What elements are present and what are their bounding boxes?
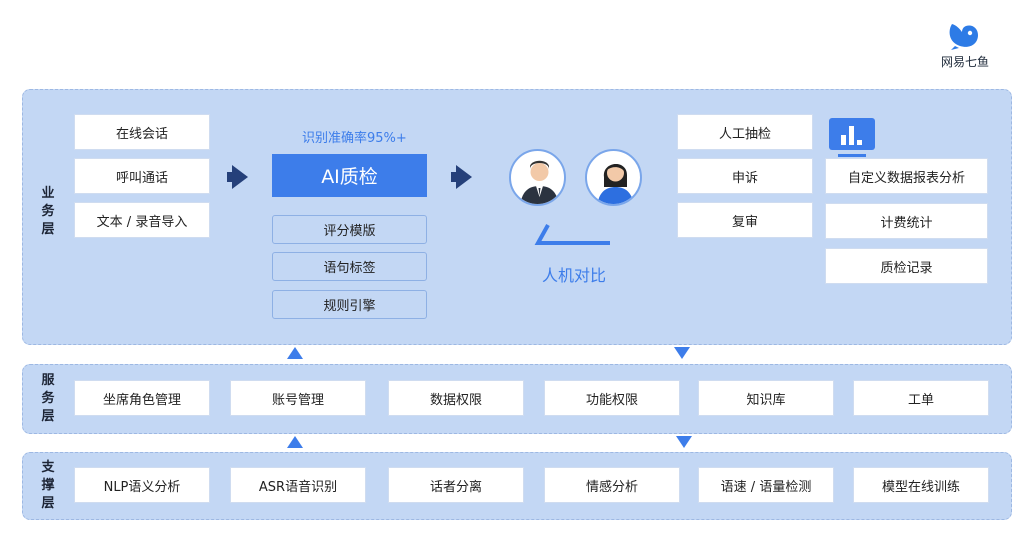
report-custom-data-analysis: 自定义数据报表分析 bbox=[825, 158, 988, 194]
service-data-permissions: 数据权限 bbox=[388, 380, 524, 416]
support-nlp-semantic-analysis: NLP语义分析 bbox=[74, 467, 210, 503]
support-online-model-training: 模型在线训练 bbox=[853, 467, 989, 503]
flow-arrow-right-icon bbox=[456, 165, 472, 189]
service-agent-role-management: 坐席角色管理 bbox=[74, 380, 210, 416]
up-arrow-icon bbox=[287, 347, 303, 359]
male-agent-avatar-icon bbox=[509, 149, 566, 206]
flow-arrow-stem bbox=[451, 172, 457, 182]
input-call: 呼叫通话 bbox=[74, 158, 210, 194]
input-text-recording-import: 文本 / 录音导入 bbox=[74, 202, 210, 238]
comparison-divider-icon bbox=[534, 224, 610, 245]
support-emotion-analysis: 情感分析 bbox=[544, 467, 680, 503]
review-recheck: 复审 bbox=[677, 202, 813, 238]
report-billing-stats: 计费统计 bbox=[825, 203, 988, 239]
up-arrow-icon bbox=[287, 436, 303, 448]
flow-arrow-stem bbox=[227, 172, 233, 182]
female-agent-avatar-icon bbox=[585, 149, 642, 206]
support-speaker-separation: 话者分离 bbox=[388, 467, 524, 503]
fish-logo-icon bbox=[949, 24, 978, 50]
service-work-order: 工单 bbox=[853, 380, 989, 416]
input-online-chat: 在线会话 bbox=[74, 114, 210, 150]
ai-qa-block: AI质检 bbox=[272, 154, 427, 197]
ai-module-rule-engine: 规则引擎 bbox=[272, 290, 427, 319]
service-knowledge-base: 知识库 bbox=[698, 380, 834, 416]
support-speed-volume-detection: 语速 / 语量检测 bbox=[698, 467, 834, 503]
flow-arrow-right-icon bbox=[232, 165, 248, 189]
service-account-management: 账号管理 bbox=[230, 380, 366, 416]
support-layer-label: 支撑层 bbox=[41, 460, 55, 511]
down-arrow-icon bbox=[674, 347, 690, 359]
service-layer-label: 服务层 bbox=[41, 373, 55, 424]
down-arrow-icon bbox=[676, 436, 692, 448]
ai-module-sentence-tags: 语句标签 bbox=[272, 252, 427, 281]
brand-name: 网易七鱼 bbox=[940, 55, 989, 69]
business-layer-label: 业务层 bbox=[41, 186, 55, 237]
bar-chart-monitor-icon bbox=[829, 118, 875, 157]
report-qa-records: 质检记录 bbox=[825, 248, 988, 284]
review-manual-sampling: 人工抽检 bbox=[677, 114, 813, 150]
service-function-permissions: 功能权限 bbox=[544, 380, 680, 416]
accuracy-label: 识别准确率95%+ bbox=[302, 131, 407, 146]
ai-module-scoring-template: 评分模版 bbox=[272, 215, 427, 244]
human-machine-compare-label: 人机对比 bbox=[542, 266, 607, 285]
support-asr-speech-recognition: ASR语音识别 bbox=[230, 467, 366, 503]
review-appeal: 申诉 bbox=[677, 158, 813, 194]
